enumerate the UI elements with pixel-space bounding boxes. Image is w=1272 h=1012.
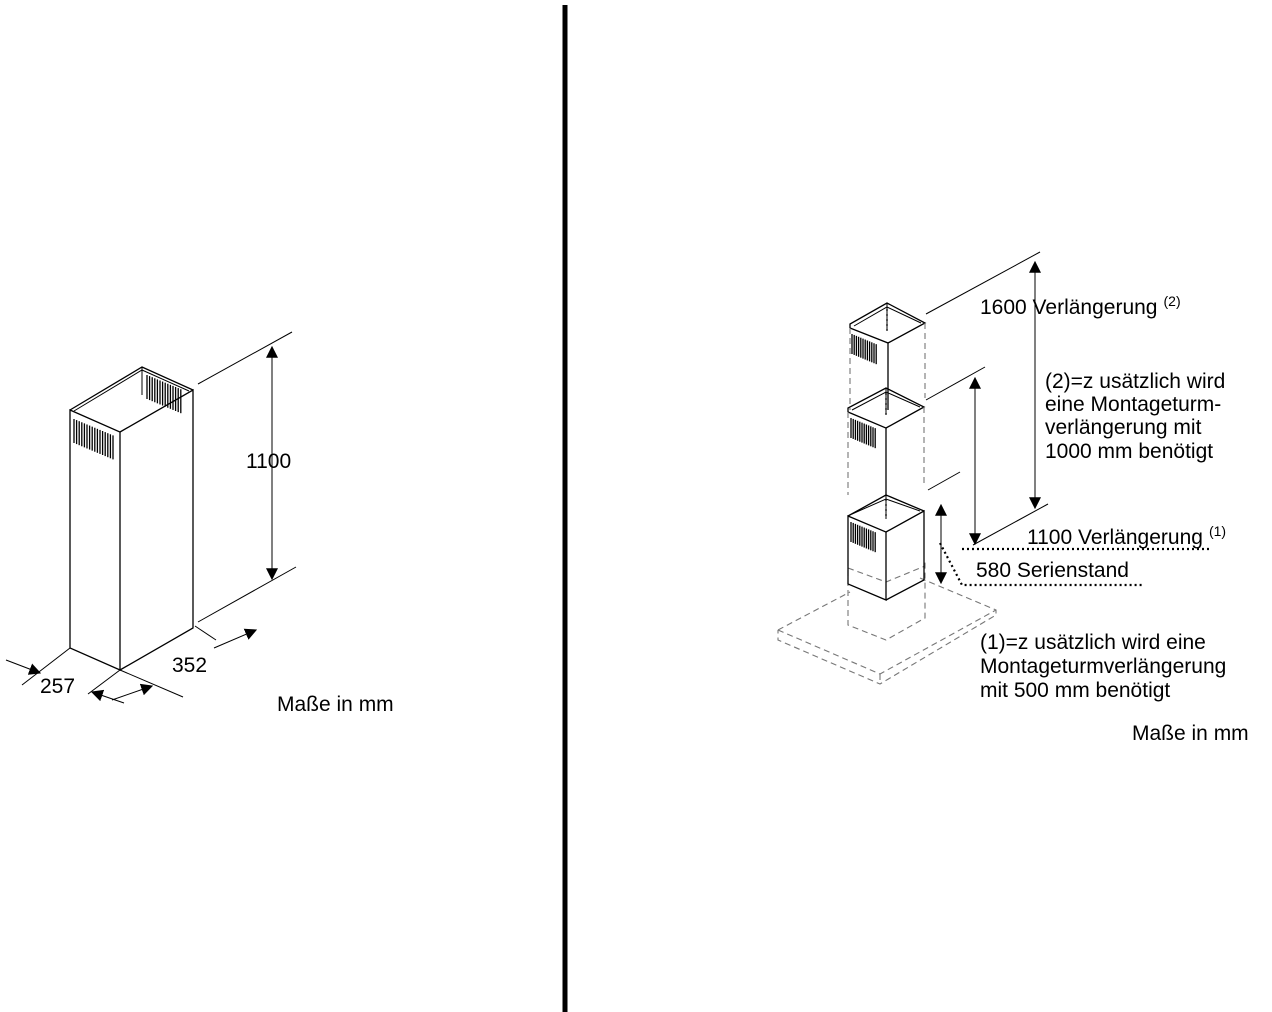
units-label-right: Maße in mm xyxy=(1132,722,1249,745)
vent-grill-back xyxy=(146,375,182,414)
depth-label: 352 xyxy=(172,654,207,677)
series-label: 580 Serienstand xyxy=(976,559,1129,582)
rail-dot xyxy=(885,408,887,410)
note1-line-2: Montageturmverlängerung xyxy=(980,655,1226,678)
rail-dot xyxy=(885,514,887,516)
tower-stack-drawing xyxy=(847,302,927,601)
dimension-1600: 1600 Verlängerung(2) xyxy=(925,251,1181,546)
height-label: 1100 xyxy=(246,450,291,473)
note-2: (2)=z usätzlich wird eine Montageturm- v… xyxy=(1045,370,1225,463)
ext-1100-label: 1100 Verlängerung(1) xyxy=(1027,523,1226,549)
rail-dot xyxy=(886,329,888,331)
width-label: 257 xyxy=(40,675,75,698)
units-label-left: Maße in mm xyxy=(277,693,394,716)
note-1: (1)=z usätzlich wird eine Montageturmver… xyxy=(980,631,1226,702)
vent-grill-top xyxy=(851,334,877,365)
note2-line-1: (2)=z usätzlich wird xyxy=(1045,370,1225,393)
right-panel: 1600 Verlängerung(2) (2)=z usätzlich wir… xyxy=(777,251,1249,745)
rail-dot xyxy=(886,324,888,326)
rail-dot xyxy=(885,413,887,415)
hood-canopy-outline xyxy=(777,560,997,685)
width-dimension: 257 xyxy=(5,647,125,704)
note2-line-2: eine Montageturm- xyxy=(1045,393,1221,416)
rail-dot xyxy=(885,393,887,395)
rail-dot xyxy=(885,504,887,506)
ext-1600-label: 1600 Verlängerung(2) xyxy=(980,293,1181,319)
rail-dot xyxy=(885,398,887,400)
rail-dot xyxy=(886,314,888,316)
depth-dimension: 352 xyxy=(111,625,258,701)
dimension-580: 580 Serienstand xyxy=(935,503,1142,587)
vent-grill-front xyxy=(73,419,114,460)
rail-dot xyxy=(886,319,888,321)
chimney-duct-drawing xyxy=(69,366,194,671)
rail-dot xyxy=(885,509,887,511)
rail-dot xyxy=(885,403,887,405)
note2-line-3: verlängerung mit xyxy=(1045,416,1202,439)
rail-dot xyxy=(885,499,887,501)
note1-line-1: (1)=z usätzlich wird eine xyxy=(980,631,1206,654)
vent-grill-bottom xyxy=(850,522,876,553)
dimension-1100: 1100 Verlängerung(1) xyxy=(962,376,1226,551)
note1-line-3: mit 500 mm benötigt xyxy=(980,679,1170,702)
height-dimension: 1100 xyxy=(197,331,297,623)
rail-dot xyxy=(886,309,888,311)
note2-line-4: 1000 mm benötigt xyxy=(1045,440,1213,463)
left-panel: 1100 352 257 Maße in mm xyxy=(5,331,394,716)
vent-grill-middle xyxy=(850,418,876,449)
